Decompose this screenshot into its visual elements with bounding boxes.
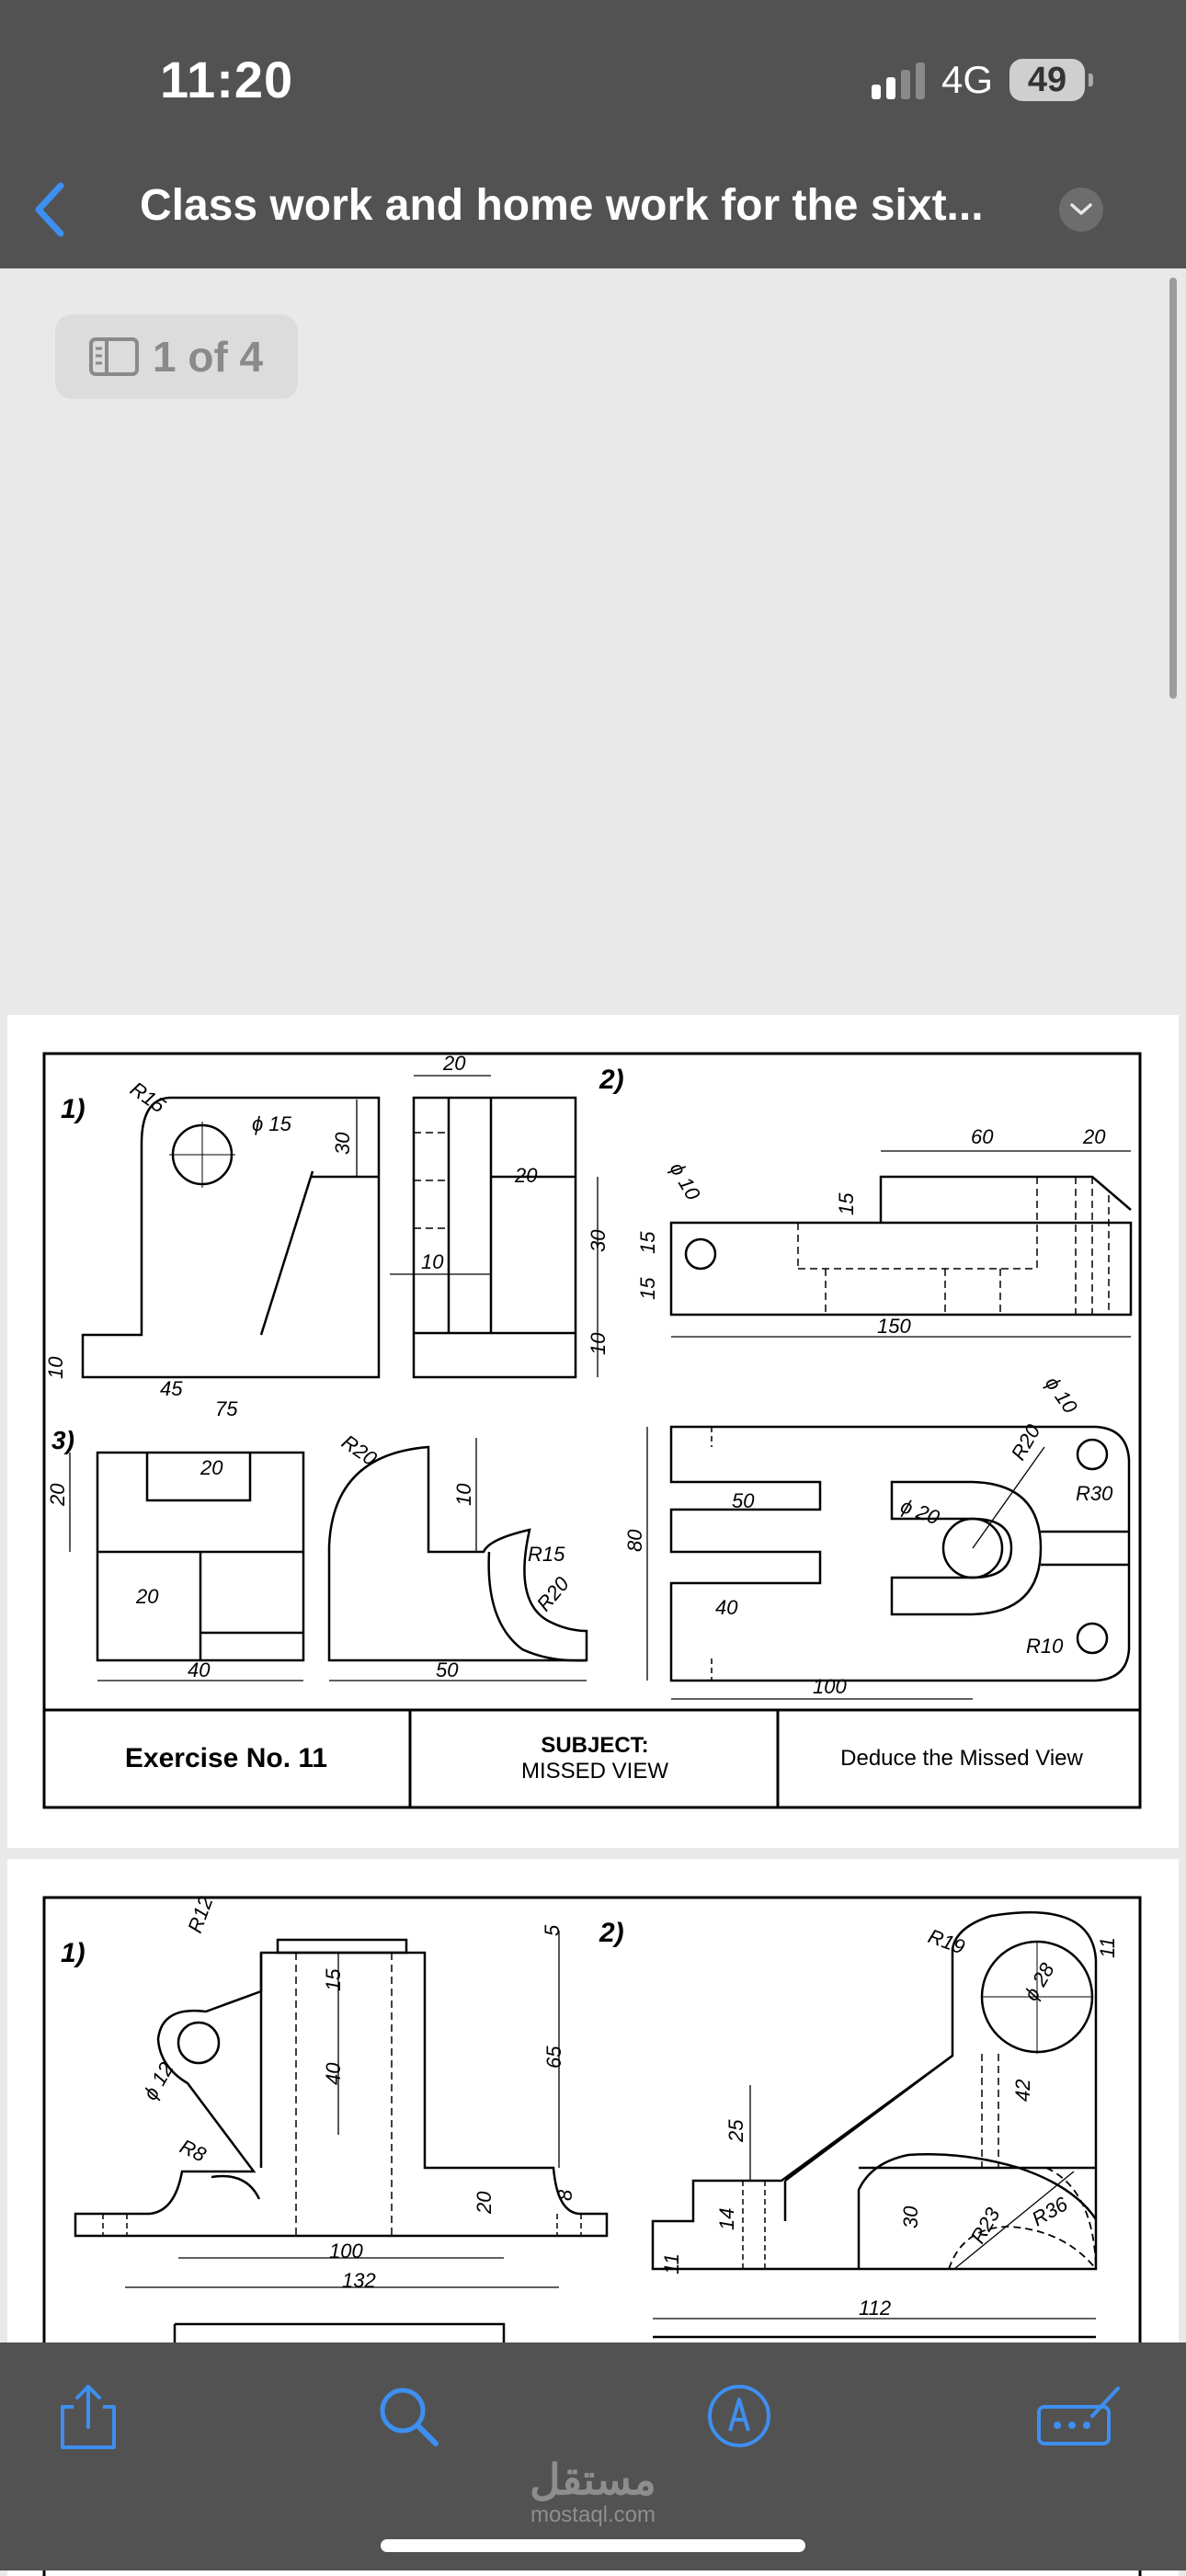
dimension-label: 20 [200,1456,223,1479]
home-indicator[interactable] [381,2539,805,2552]
title-menu-button[interactable] [1059,188,1103,232]
network-type: 4G [941,58,993,101]
dimension-label: R15 [528,1543,565,1566]
dimension-labels-2: 1) 2) R12 ϕ 12 R8 15 40 5 65 20 8 100 13… [61,1893,1119,2320]
sidebar-icon [89,337,139,376]
view-number: 1) [61,1938,86,1968]
dimension-label: 11 [1096,1937,1119,1958]
document-title[interactable]: Class work and home work for the sixt... [140,181,984,230]
dimension-label: 42 [1011,2080,1034,2102]
dropdown-chevron-icon [1070,203,1092,215]
dimension-label: 30 [331,1132,354,1155]
dimension-label: 15 [835,1192,858,1215]
dimension-label: R20 [1007,1419,1045,1464]
dimension-label: R23 [966,2203,1005,2247]
dimension-label: ϕ 28 [1020,1958,1059,2004]
dimension-label: R15 [126,1077,170,1118]
dimension-label: 45 [160,1377,183,1400]
document-page-1: 1) 2) 3) R15 ϕ 15 30 20 20 10 30 10 10 4… [7,1015,1179,1848]
dimension-labels-1: 1) 2) 3) R15 ϕ 15 30 20 20 10 30 10 10 4… [44,1052,1113,1698]
dimension-label: ϕ 20 [897,1494,943,1529]
dimension-label: 14 [715,2208,738,2230]
dimension-label: 30 [899,2206,922,2228]
dimension-label: 100 [813,1675,847,1698]
watermark-latin: mostaql.com [530,2502,656,2527]
scrollbar[interactable] [1169,278,1177,699]
subject-value: MISSED VIEW [520,1759,669,1784]
dimension-label: 15 [636,1277,659,1300]
status-time: 11:20 [160,51,294,108]
dimension-label: 15 [322,1968,345,1991]
dimension-label: 20 [473,2191,496,2215]
watermark-arabic: مستقل [530,2456,656,2503]
dimension-label: 80 [623,1529,646,1552]
search-icon[interactable] [371,2379,445,2453]
subject-label: SUBJECT: [541,1733,649,1758]
dimension-label: 10 [587,1332,610,1355]
share-icon[interactable] [51,2379,125,2453]
status-indicators: 4G 49 [871,57,1093,103]
dimension-label: 8 [553,2189,576,2201]
page-indicator-label: 1 of 4 [153,333,264,381]
dimension-label: R30 [1076,1482,1113,1505]
more-icon[interactable] [1035,2379,1123,2453]
dimension-label: 60 [971,1125,994,1148]
bottom-toolbar: مستقل mostaql.com [0,2342,1186,2570]
dimension-label: 150 [877,1315,911,1338]
watermark: مستقل mostaql.com [0,2455,1186,2528]
dimension-label: ϕ 10 [1041,1373,1082,1419]
exercise-description: Deduce the Missed View [840,1746,1083,1771]
dimension-label: 10 [421,1250,444,1273]
technical-drawing-1 [42,1052,1142,1809]
dimension-label: 20 [135,1585,159,1608]
view-number: 2) [599,1918,624,1948]
dimension-label: ϕ 10 [666,1158,705,1204]
subject-cell: SUBJECT: MISSED VIEW [412,1710,778,1807]
dimension-label: 50 [732,1489,755,1512]
dimension-label: R20 [337,1430,382,1471]
dimension-label: 50 [436,1658,459,1681]
dimension-label: R20 [532,1572,575,1616]
dimension-label: ϕ 15 [252,1112,292,1135]
dimension-label: ϕ 12 [139,2058,178,2104]
markup-icon[interactable] [702,2379,776,2453]
exercise-number: Exercise No. 11 [124,1743,328,1773]
dimension-label: 112 [859,2297,891,2320]
back-chevron-icon[interactable] [31,180,68,239]
dimension-label: 40 [188,1658,211,1681]
view-number: 1) [61,1094,86,1124]
dimension-label: R36 [1028,2192,1072,2230]
dimension-label: 100 [329,2240,363,2263]
dimension-label: 15 [636,1231,659,1254]
page-indicator[interactable]: 1 of 4 [55,314,298,399]
dimension-label: 20 [46,1483,69,1507]
dimension-label: 11 [660,2253,683,2274]
top-bar: 11:20 4G 49 Class work and home work for… [0,0,1186,268]
dimension-label: R19 [925,1924,967,1958]
battery-level: 49 [1027,60,1067,99]
dimension-label: R10 [1026,1635,1064,1658]
technical-drawing-2 [42,1896,1142,2576]
view-number: 3) [51,1426,74,1454]
dimension-label: 20 [442,1052,466,1075]
dimension-label: 40 [322,2062,345,2085]
battery-icon: 49 [1009,59,1093,101]
dimension-label: 65 [542,2046,565,2069]
dimension-label: R8 [177,2135,211,2167]
dimension-label: 5 [541,1924,564,1936]
dimension-label: 10 [452,1483,475,1506]
dimension-label: 20 [514,1164,538,1187]
dimension-label: 20 [1082,1125,1106,1148]
dimension-label: 25 [724,2119,747,2143]
dimension-label: 40 [715,1596,738,1619]
dimension-label: 75 [215,1397,238,1420]
dimension-label: R12 [183,1893,217,1935]
dimension-label: 30 [587,1229,610,1252]
view-number: 2) [599,1065,624,1095]
dimension-label: 10 [44,1356,67,1379]
dimension-label: 132 [342,2269,376,2292]
signal-icon [871,61,925,99]
